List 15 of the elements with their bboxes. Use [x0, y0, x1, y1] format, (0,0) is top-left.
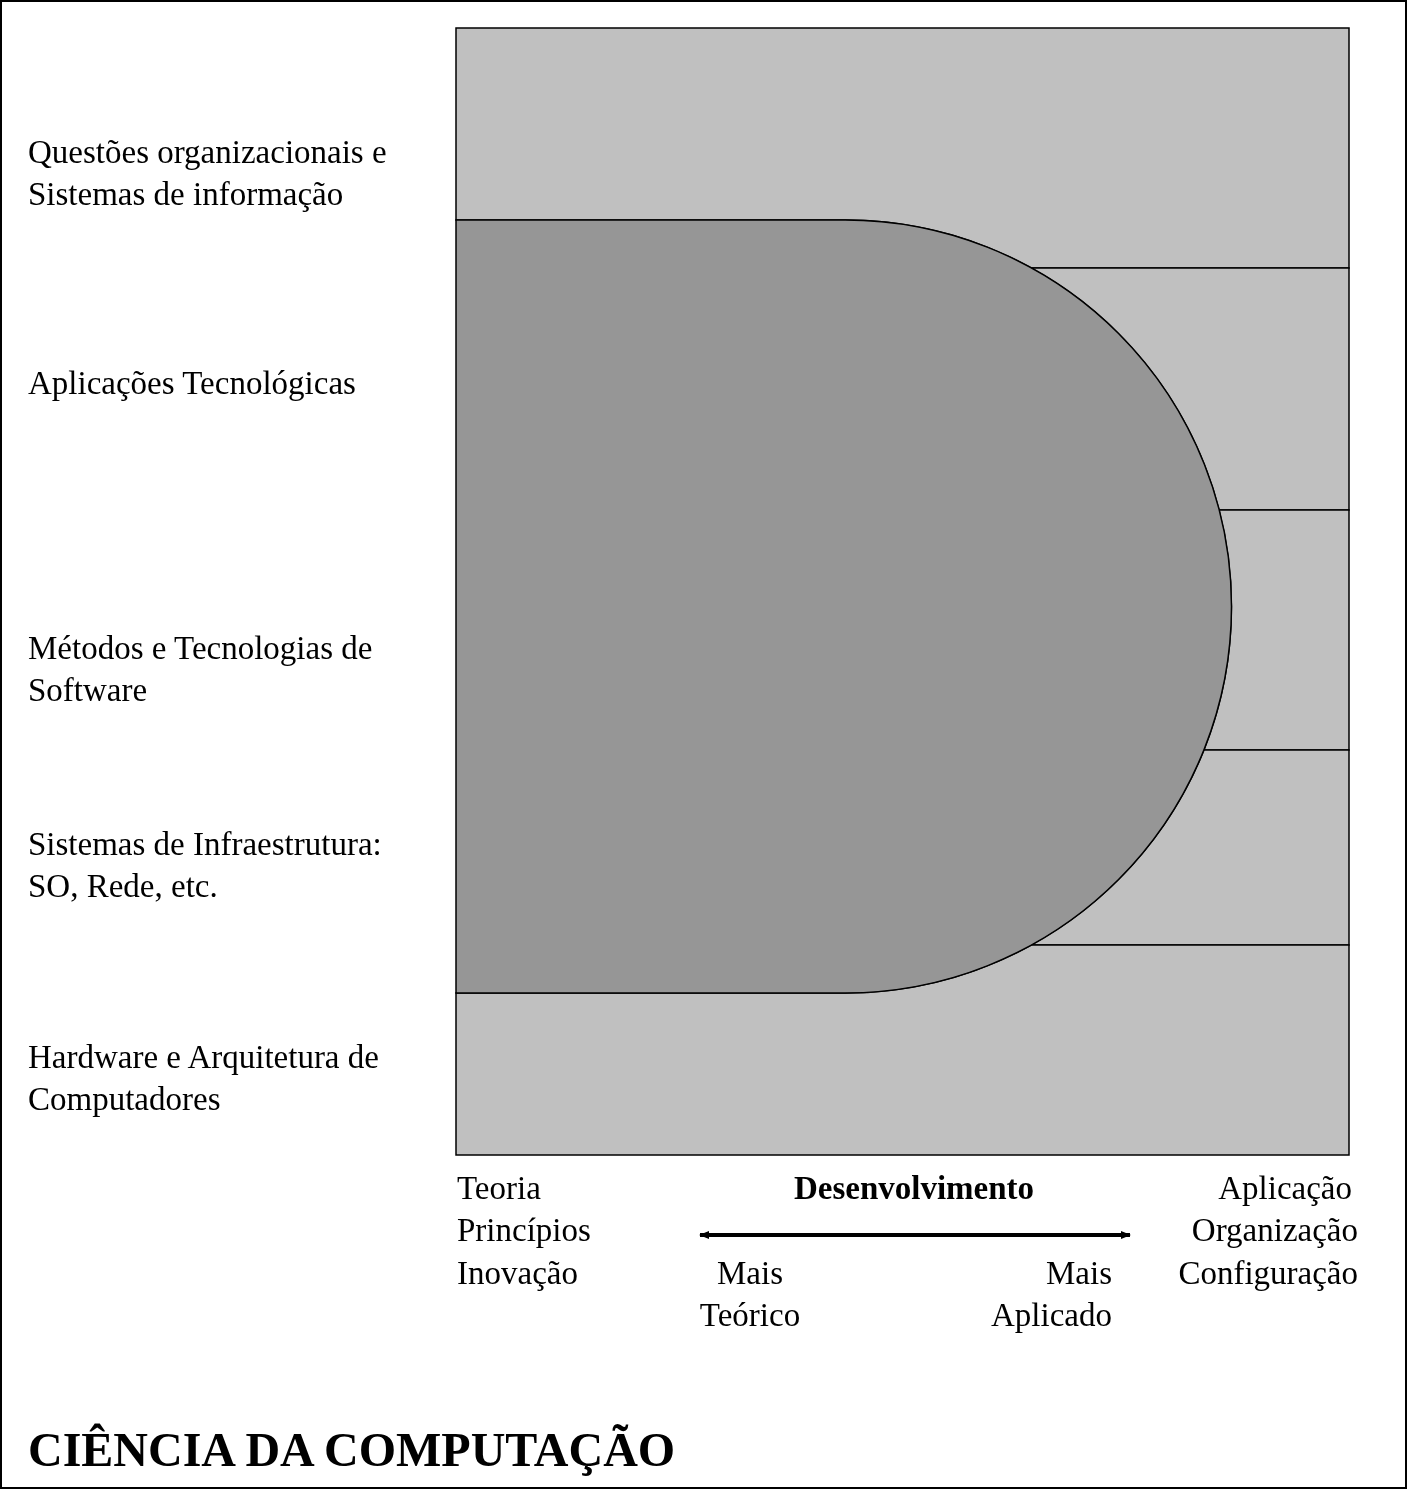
- band-label: Sistemas de Infraestrutura: SO, Rede, etc.: [28, 825, 383, 906]
- band-label: Hardware e Arquitetura de Computadores: [28, 1038, 380, 1119]
- axis-label: Teoria: [457, 1169, 542, 1208]
- axis-label: Princípios: [457, 1211, 592, 1250]
- diagram-title: CIÊNCIA DA COMPUTAÇÃO: [28, 1422, 676, 1478]
- axis-label: Configuração: [1177, 1254, 1358, 1293]
- axis-label: Aplicação: [1217, 1169, 1352, 1208]
- band-label: Métodos e Tecnologias de Software: [28, 629, 374, 710]
- band-label: Aplicações Tecnológicas: [28, 364, 357, 403]
- axis-label: Organização: [1190, 1211, 1358, 1250]
- axis-title: Desenvolvimento: [792, 1169, 1036, 1208]
- axis-label: Mais Aplicado: [990, 1254, 1112, 1335]
- axis-label: Inovação: [457, 1254, 579, 1293]
- band-label: Questões organizacionais e Sistemas de informação: [28, 133, 388, 214]
- axis-label: Mais Teórico: [698, 1254, 802, 1335]
